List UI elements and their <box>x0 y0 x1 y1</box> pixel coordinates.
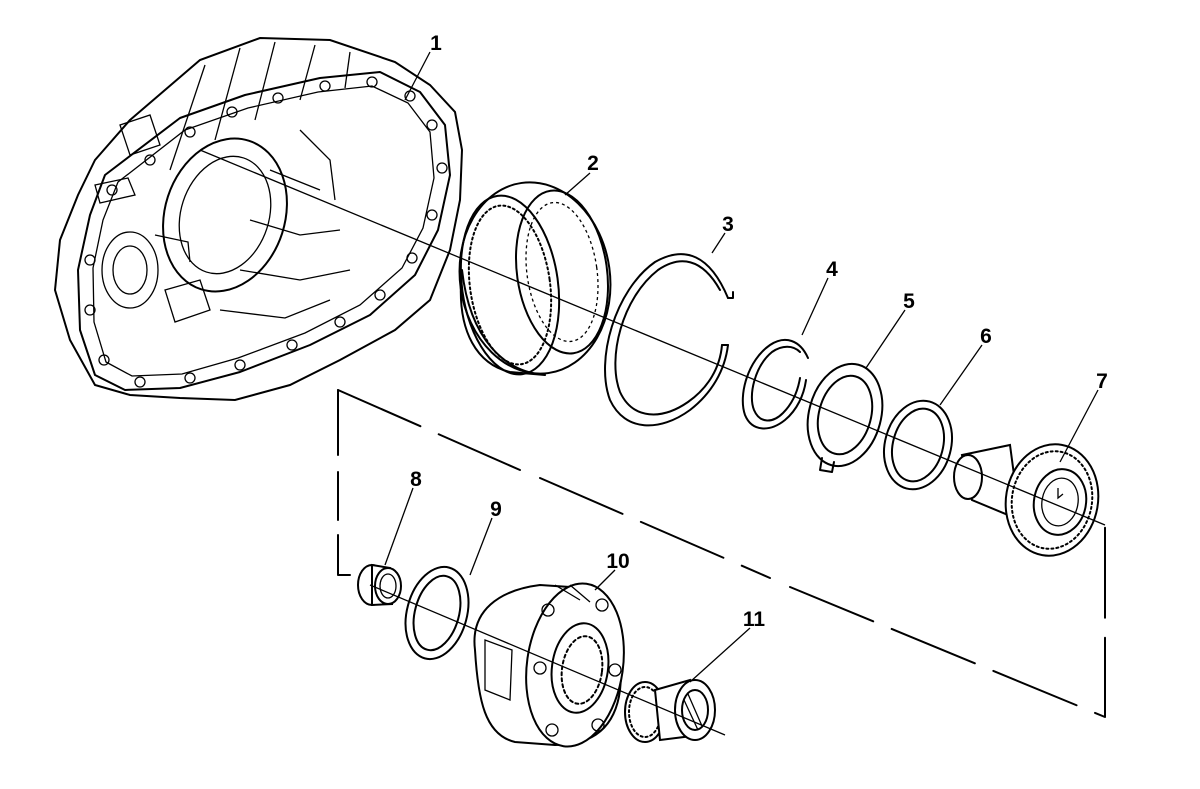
leader-lines <box>384 51 1099 683</box>
callout-labels: 1 2 3 4 5 6 7 8 9 10 11 <box>410 32 1108 631</box>
part-8-needle-bearing <box>357 563 402 607</box>
part-6-washer <box>883 399 953 491</box>
axis-lines <box>199 149 1106 736</box>
dashed-connector <box>337 389 1106 718</box>
callout-2: 2 <box>587 152 599 175</box>
part-2-ring-gear <box>458 181 612 376</box>
callout-7: 7 <box>1096 370 1108 393</box>
callout-11: 11 <box>743 608 766 631</box>
part-4-snap-ring <box>741 338 809 430</box>
callout-3: 3 <box>722 213 734 236</box>
callout-6: 6 <box>980 325 992 348</box>
callout-5: 5 <box>903 290 915 313</box>
part-3-snap-ring <box>604 253 734 427</box>
callout-10: 10 <box>606 550 629 573</box>
callout-1: 1 <box>430 32 442 55</box>
part-7-shaft-gear <box>953 443 1100 557</box>
callout-4: 4 <box>826 258 838 281</box>
part-1-housing <box>53 36 464 402</box>
callout-9: 9 <box>490 498 502 521</box>
part-11-sun-gear <box>624 678 716 743</box>
callout-8: 8 <box>410 468 422 491</box>
part-5-thrust-washer <box>806 362 884 473</box>
part-10-planet-carrier <box>473 582 625 748</box>
